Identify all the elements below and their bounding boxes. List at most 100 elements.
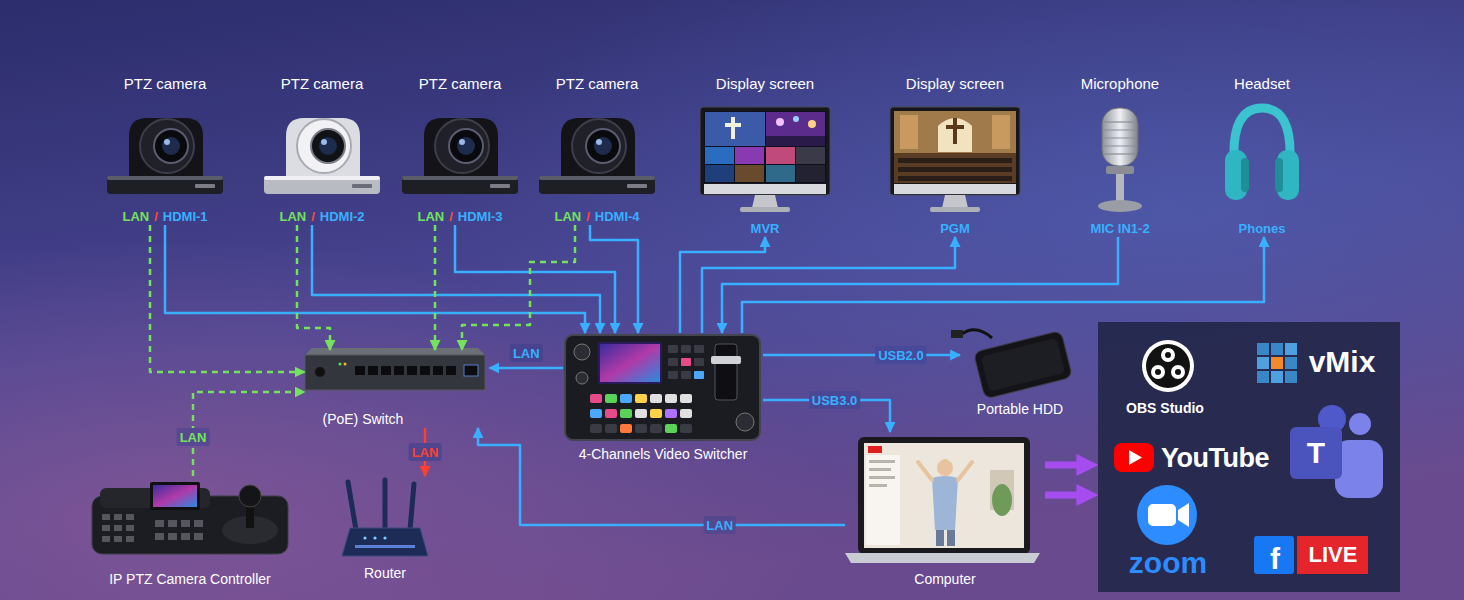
microphone: [1116, 174, 1124, 202]
ptz-controller: [194, 520, 203, 527]
poe-switch: [433, 366, 443, 375]
microphone: [1103, 145, 1137, 146]
display-screen: Display screenPGM: [885, 75, 1025, 237]
poe-switch: [381, 366, 391, 375]
router: [363, 536, 366, 539]
hdmi-port-label: HDMI-2: [320, 209, 365, 225]
device-label: 4-Channels Video Switcher: [579, 446, 748, 463]
ptz-camera: PTZ cameraLAN/HDMI-1: [105, 75, 225, 225]
router: [342, 480, 428, 556]
microphone: [1098, 108, 1142, 212]
video-switcher: [665, 394, 677, 403]
ptz-controller: [155, 520, 164, 527]
laptop: [932, 476, 958, 530]
platform-name: YouTube: [1161, 443, 1269, 473]
video-switcher: [650, 424, 662, 433]
router: [355, 545, 415, 548]
laptop: [869, 460, 895, 463]
lan-dashed-connector: [297, 225, 330, 350]
platform-panel: OBS StudiovMixYouTubeTzoomfLIVE: [1098, 322, 1400, 592]
device-label: Router: [364, 565, 406, 582]
zoom-logo: [1178, 503, 1189, 527]
lan-port-label: LAN: [122, 209, 149, 225]
obs-logo: [1155, 369, 1161, 375]
ptz-cameras: [264, 118, 380, 194]
video-switcher: [680, 424, 692, 433]
video-switcher: [650, 394, 662, 403]
text-row: PGM: [940, 221, 970, 237]
video-switcher: [680, 394, 692, 403]
laptop: [869, 476, 895, 479]
connection-label: USB2.0: [878, 348, 924, 363]
microphone: [1102, 108, 1138, 166]
device-label: IP PTZ Camera Controller: [109, 571, 271, 588]
laptop: [864, 443, 1024, 548]
multiview-monitor: [766, 136, 825, 146]
laptop: [937, 460, 953, 476]
video-switcher: [711, 356, 741, 364]
signal-connector: [763, 354, 960, 357]
video-switcher: [694, 358, 704, 366]
poe-switch: [355, 366, 365, 375]
text-slot: T: [1307, 438, 1325, 468]
laptop: [869, 484, 887, 487]
vmix-logo: [1257, 343, 1269, 355]
router: [348, 482, 356, 530]
video-switcher: [576, 372, 588, 384]
poe-switch: [446, 366, 456, 375]
laptop: [869, 468, 891, 471]
multiview-monitor: [731, 117, 735, 139]
ptz-controller: [126, 525, 134, 531]
text-row: Phones: [1239, 221, 1286, 237]
vmix-logo: [1271, 343, 1283, 355]
multiview-monitor: [704, 111, 826, 183]
obs-logo: [1175, 369, 1181, 375]
stream-arrow: [1045, 492, 1083, 499]
video-switcher: [565, 335, 760, 440]
ptz-controller: [239, 485, 261, 507]
vmix-logo: [1285, 357, 1297, 369]
ptz-controller: [114, 525, 122, 531]
text-slot: OBS Studio: [1126, 399, 1204, 417]
obs-logo: [1142, 340, 1194, 392]
video-switcher: [565, 335, 760, 440]
device-title: Headset: [1234, 75, 1290, 93]
separator: /: [449, 209, 453, 225]
ptz-controller: [168, 520, 177, 527]
program-monitor: [953, 118, 957, 144]
signal-connector: [590, 225, 638, 333]
device-title: Display screen: [716, 75, 814, 93]
connectors: [150, 225, 1264, 525]
ptz-camera: PTZ cameraLAN/HDMI-2: [262, 75, 382, 225]
multiview-monitor: [700, 107, 830, 195]
laptop: [858, 437, 1030, 554]
connection-label: LAN: [706, 518, 733, 533]
laptop: [868, 446, 882, 453]
text-row: Display screen: [906, 75, 1004, 93]
router: [342, 528, 428, 556]
ptz-controller: [114, 514, 122, 520]
portable-hdd: [974, 331, 1073, 399]
signal-connector: [478, 428, 845, 525]
obs-logo: [1161, 348, 1175, 362]
logo-letter: T: [1307, 436, 1325, 469]
multiview-monitor: [796, 165, 825, 182]
text-row: Computer: [914, 571, 975, 588]
ptz-controller: [114, 536, 122, 542]
ptz-controller: [102, 514, 110, 520]
program-monitor: [894, 184, 1016, 194]
video-switcher: [665, 424, 677, 433]
ptz-camera: PTZ cameraLAN/HDMI-3: [400, 75, 520, 225]
text-slot: vMix: [1309, 347, 1376, 377]
text-row: LAN/HDMI-4: [554, 209, 639, 225]
text-row: Router: [364, 565, 406, 582]
video-switcher: [635, 409, 647, 418]
zoom-logo: [1137, 485, 1197, 545]
ptz-controller: [168, 533, 177, 540]
headset: [1275, 158, 1283, 192]
video-switcher: [668, 358, 678, 366]
